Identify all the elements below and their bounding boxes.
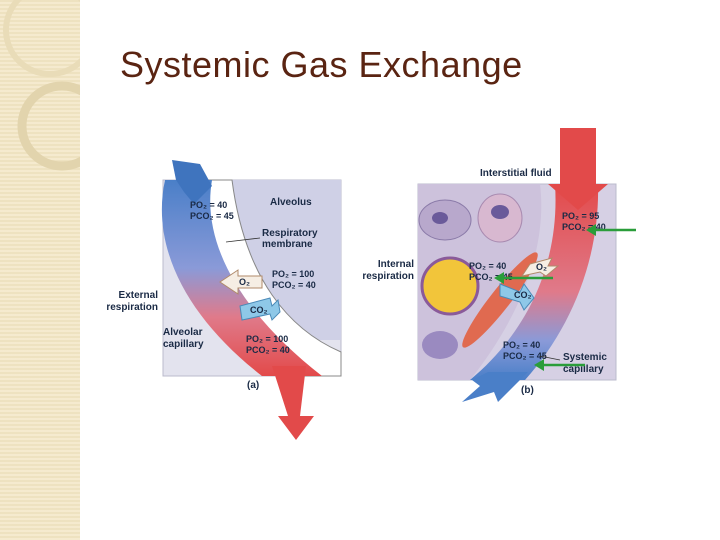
panel-b-caption: (b) [521,385,534,396]
blood-out-arrow-a [272,366,314,440]
a-blood-out-po2: PO₂ = 100 [246,334,288,344]
tissue-cell-1-nucleus [432,212,448,224]
b-o2-label: O₂ [536,262,547,272]
panel-a-caption: (a) [247,380,259,391]
alveolus-label: Alveolus [270,197,312,208]
a-alveolus-po2: PO₂ = 100 [272,269,314,279]
respiratory-membrane-label-2: membrane [262,239,313,250]
a-co2-label: CO₂ [250,305,268,315]
a-blood-out-pco2: PCO₂ = 40 [246,345,290,355]
a-blood-in-po2: PO₂ = 40 [190,200,227,210]
alveolar-capillary-label-2: capillary [163,339,204,350]
internal-respiration-label-1: Internal [378,259,414,270]
a-blood-in-pco2: PCO₂ = 45 [190,211,234,221]
tissue-cell-3 [422,331,458,359]
panel-b-internal-respiration: Interstitial fluid PO₂ = 95 PCO₂ = 40 PO… [362,128,616,402]
tissue-cell-2-nucleus [491,205,509,219]
a-alveolus-pco2: PCO₂ = 40 [272,280,316,290]
b-tissue-po2: PO₂ = 40 [469,261,506,271]
systemic-capillary-label-1: Systemic [563,352,607,363]
b-blood-out-po2: PO₂ = 40 [503,340,540,350]
interstitial-fluid-label: Interstitial fluid [480,168,552,179]
b-blood-in-po2: PO₂ = 95 [562,211,599,221]
b-co2-label: CO₂ [514,290,532,300]
alveolar-capillary-label-1: Alveolar [163,327,203,338]
external-respiration-label-2: respiration [106,302,158,313]
respiratory-membrane-label-1: Respiratory [262,228,318,239]
external-respiration-label-1: External [119,290,159,301]
a-o2-label: O₂ [239,277,250,287]
panel-a-external-respiration: Alveolus Respiratory membrane PO₂ = 40 P… [106,160,341,440]
internal-respiration-label-2: respiration [362,271,414,282]
